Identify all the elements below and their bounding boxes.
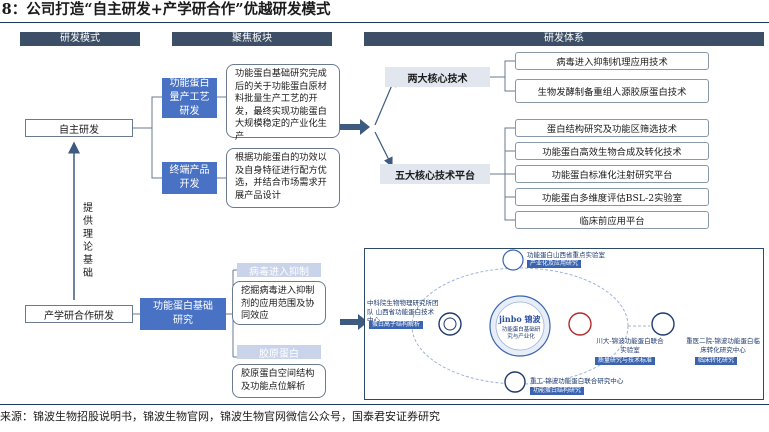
virus-inhibition-desc: 挖掘病毒进入抑制剂的应用范围及协同效应	[232, 281, 326, 325]
network-orbits	[411, 249, 675, 393]
support-label: 提供理论基础	[83, 203, 93, 279]
network-node-2-label: 中科院生物物理研究所团队 山西省功能蛋白技术中心	[367, 299, 439, 324]
source-rule	[0, 404, 769, 405]
network-node-3-label: 川大-锦波功能蛋白联合实验室	[596, 337, 664, 354]
five-core-item-1: 蛋白结构研究及功能区筛选技术	[515, 119, 709, 137]
five-core-item-4: 功能蛋白多维度评估BSL-2实验室	[515, 188, 709, 206]
network-center-logo: jinbo 锦波	[499, 314, 541, 324]
five-core-item-3: 功能蛋白标准化注射研究平台	[515, 165, 709, 183]
cooperation-rd-box: 产学研合作研发	[25, 305, 133, 323]
two-core-item-1: 病毒进入抑制机理应用技术	[515, 52, 709, 70]
five-core-platform: 五大核心技术平台	[380, 164, 490, 184]
title-rule	[0, 22, 769, 23]
terminal-product-label: 终端产品开发	[162, 162, 217, 194]
header-mode: 研发模式	[20, 32, 140, 46]
five-core-item-5: 临床前应用平台	[515, 211, 709, 229]
header-system: 研发体系	[364, 32, 764, 46]
basic-research-label: 功能蛋白基础研究	[140, 298, 226, 330]
network-node-5-tag: 功能蛋白结构研究	[530, 387, 585, 395]
source-note: 资料来源：锦波生物招股说明书，锦波生物官网，锦波生物官网微信公众号，国泰君安证券…	[0, 410, 440, 423]
collagen-desc: 胶原蛋白空间结构及功能点位解析	[232, 364, 326, 398]
network-node-3-tag: 质量研究与技术标准	[595, 357, 656, 365]
two-core-item-2: 生物发酵制备重组人源胶原蛋白技术	[515, 79, 709, 103]
header-focus: 聚焦板块	[172, 32, 332, 46]
network-center-text: 功能蛋白基础研究与产业化	[501, 327, 541, 340]
network-node-4-tag: 临床转化研究	[695, 357, 738, 365]
network-node-1-tag: 产业化及应用研究	[527, 260, 582, 268]
figure-title: 图 18：公司打造“自主研发+产学研合作”优越研发模式	[0, 1, 331, 18]
terminal-product-desc: 根据功能蛋白的功效以及自身特征进行配方优选，并结合市场需求开展产品设计	[226, 148, 340, 208]
independent-rd-box: 自主研发	[25, 119, 133, 137]
network-node-4-label: 重医二院-锦波功能蛋白临床转化研究中心	[686, 337, 760, 354]
five-core-item-2: 功能蛋白高效生物合成及转化技术	[515, 142, 709, 160]
cooperation-network-image: jinbo 锦波 功能蛋白基础研究与产业化 功能蛋白山西省重点实验室 产业化及应…	[364, 248, 764, 400]
network-node-1-label: 功能蛋白山西省重点实验室	[527, 251, 605, 259]
process-rd-label: 功能蛋白量产工艺研发	[162, 78, 217, 118]
collagen-label: 胶原蛋白	[237, 345, 321, 360]
network-node-5-label: 重工-锦波功能蛋白联合研究中心	[530, 377, 624, 385]
process-rd-desc: 功能蛋白基础研究完成后的关于功能蛋白原材料批量生产工艺的开发，最终实现功能蛋白大…	[226, 64, 340, 142]
virus-inhibition-label: 病毒进入抑制	[237, 263, 321, 278]
two-core-tech: 两大核心技术	[385, 67, 490, 87]
network-node-2-tag: 蛋白高子结构解析	[369, 321, 424, 329]
